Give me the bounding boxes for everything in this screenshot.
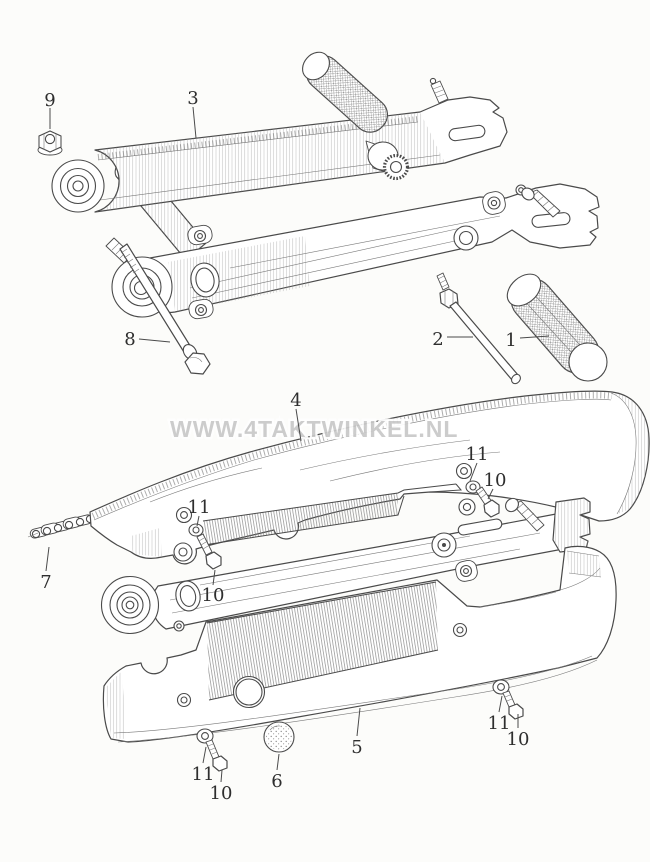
part-number-label: 9: [44, 90, 55, 111]
leader-line: [276, 753, 280, 771]
chain-guard-upper-part-4: [89, 390, 650, 565]
drive-chain-end: [27, 514, 95, 539]
part-number-label: 11: [466, 444, 489, 465]
pivot-shaft-splined-end: [365, 140, 410, 181]
leader-line: [220, 769, 223, 783]
swingarm-upper-arm: [51, 77, 508, 213]
part-number-label: 5: [351, 737, 362, 758]
chain-adjuster-end: [515, 184, 571, 228]
pivot-bolt-part-8: [119, 243, 211, 375]
knurled-bushing-part-1: [506, 273, 608, 382]
part-number-label: 10: [202, 585, 225, 606]
nut-part-9: [37, 130, 63, 156]
swingarm-assembly: [51, 51, 600, 320]
part-number-label: 2: [432, 329, 443, 350]
part-number-label: 10: [507, 729, 530, 750]
swingarm-lower-view: [100, 497, 591, 635]
leader-line: [519, 335, 550, 339]
fastener-set-bottom-right: [492, 679, 524, 720]
leader-line: [196, 515, 200, 527]
leader-line: [202, 746, 207, 764]
pivot-shaft-knurled-grip: [302, 51, 389, 133]
part-number-label: 10: [484, 470, 507, 491]
part-number-label: 4: [290, 390, 301, 411]
leader-line: [356, 707, 361, 737]
part-number-label: 10: [210, 783, 233, 804]
part-number-label: 11: [192, 764, 215, 785]
mount-tab-upper: [187, 224, 213, 246]
rubber-plug-part-6: [263, 721, 295, 753]
swingarm-lower-arm: [105, 183, 600, 320]
bolt-part-2: [436, 272, 521, 385]
leader-line: [487, 488, 494, 500]
leader-line: [469, 462, 478, 482]
fastener-set-upper-left: [175, 506, 222, 570]
part-number-label: 3: [187, 88, 198, 109]
leader-line: [45, 546, 50, 572]
guard-mounting-stud: [505, 497, 545, 532]
adjuster-stud-upper: [429, 77, 449, 104]
leader-line: [212, 569, 216, 586]
part-number-label: 11: [488, 713, 511, 734]
leader-line: [295, 408, 302, 442]
chain-guard-lower-part-5: [102, 545, 617, 743]
leader-line: [192, 106, 197, 139]
part-number-label: 1: [505, 330, 516, 351]
part-number-label: 7: [40, 572, 51, 593]
part-number-label: 8: [124, 329, 135, 350]
leader-line: [138, 338, 171, 343]
part-number-label: 6: [271, 771, 282, 792]
leader-line: [498, 695, 503, 713]
mount-tab-lower: [188, 298, 214, 320]
watermark-text: WWW.4TAKTWINKEL.NL: [170, 416, 458, 442]
part-number-label: 11: [188, 497, 211, 518]
fastener-set-upper-right: [455, 462, 500, 518]
fastener-set-bottom-left: [196, 728, 228, 772]
